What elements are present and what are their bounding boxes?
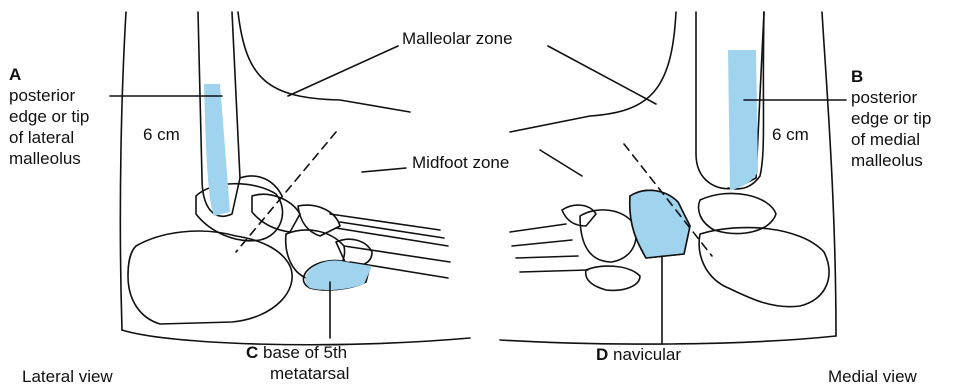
navicular-highlight — [630, 190, 690, 258]
label-b-letter: B — [851, 66, 863, 87]
label-d-text: navicular — [613, 345, 681, 364]
label-b-line3: of medial — [851, 129, 920, 150]
medial-metatarsals — [510, 224, 588, 272]
label-c: C base of 5th — [246, 342, 347, 363]
medial-malleolus-highlight — [728, 50, 758, 190]
medial-distance-label: 6 cm — [772, 124, 809, 145]
lateral-distance-label: 6 cm — [143, 124, 180, 145]
label-b-line1: posterior — [851, 87, 917, 108]
lateral-malleolus-highlight — [204, 84, 230, 216]
malleolar-zone-label: Malleolar zone — [402, 28, 513, 49]
medial-leg-outline — [822, 12, 836, 336]
label-c-line2: metatarsal — [270, 363, 349, 384]
label-a-line2: edge or tip — [9, 106, 89, 127]
midfoot-zone-leader-right — [540, 150, 582, 176]
lateral-view-label: Lateral view — [22, 366, 113, 387]
label-a-line3: of lateral — [9, 127, 74, 148]
label-d-letter: D — [596, 345, 608, 364]
midfoot-zone-label: Midfoot zone — [412, 152, 509, 173]
malleolar-zone-leader-right — [548, 46, 656, 104]
label-b-line2: edge or tip — [851, 108, 931, 129]
label-b-line4: malleolus — [851, 150, 923, 171]
medial-forefoot-bone — [586, 266, 640, 290]
label-c-letter: C — [246, 343, 258, 362]
malleolar-zone-leader-left — [288, 46, 398, 96]
lateral-leg-outline — [120, 12, 126, 330]
label-c-line1: base of 5th — [263, 343, 347, 362]
label-a-letter: A — [9, 64, 21, 85]
medial-skin-contour — [510, 12, 676, 132]
midfoot-zone-leader-left — [362, 168, 406, 172]
label-a-line1: posterior — [9, 85, 75, 106]
medial-cuneiform-bone — [580, 210, 636, 262]
calcaneus-medial-bone — [699, 228, 829, 307]
calcaneus-bone — [128, 231, 292, 324]
medial-view-label: Medial view — [828, 366, 917, 387]
medial-foot-outline — [500, 336, 836, 344]
label-d: D navicular — [596, 344, 681, 365]
label-a-line4: malleolus — [9, 148, 81, 169]
lateral-skin-contour — [238, 12, 410, 112]
lateral-tarsal-1 — [252, 194, 300, 232]
medial-tarsal-2 — [562, 205, 596, 226]
